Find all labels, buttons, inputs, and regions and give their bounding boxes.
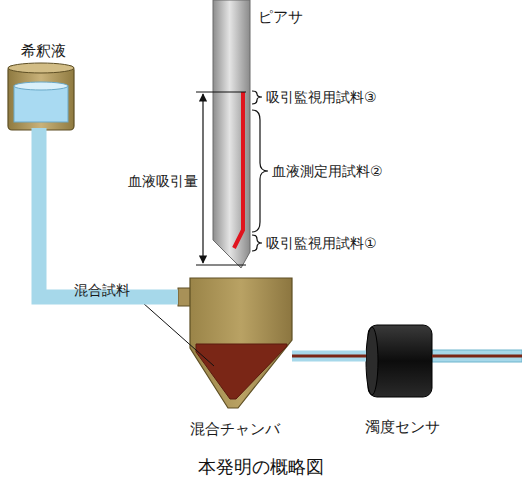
- leader-line: [134, 295, 214, 366]
- liquid-pipe: [39, 128, 178, 297]
- figure-caption: 本発明の概略図: [198, 456, 324, 478]
- sample-flow: [292, 355, 368, 358]
- node-label: ピアサ: [258, 8, 303, 26]
- piercer-tube: [213, 0, 250, 268]
- dimension-tick: [196, 265, 246, 266]
- tank-top: [8, 63, 74, 73]
- mixing-chamber: [190, 278, 292, 408]
- node-label: 希釈液: [21, 42, 66, 60]
- diluent-liquid: [14, 86, 68, 122]
- node-label: 濁度センサ: [365, 418, 440, 436]
- liquid-surface: [14, 82, 68, 90]
- part-label: 混合試料: [74, 281, 130, 299]
- outlet-pipe: [432, 350, 522, 362]
- diluent-tank: 希釈液: [5, 40, 77, 130]
- brace: [252, 91, 262, 104]
- mixing-chamber: 混合チャンバ: [178, 276, 292, 438]
- node-label: 混合チャンバ: [190, 420, 280, 438]
- part-label: 血液測定用試料②: [272, 162, 383, 180]
- dimension-arrow: [202, 94, 203, 263]
- sample-flow: [292, 355, 366, 358]
- piercer: ピアサ: [211, 0, 311, 270]
- part-label: 吸引監視用試料③: [266, 88, 377, 106]
- brace: [252, 235, 262, 251]
- brace: [252, 110, 268, 232]
- part-label: 吸引監視用試料①: [266, 234, 377, 252]
- dimension-label: 血液吸引量: [128, 172, 198, 190]
- blood-column: [234, 92, 243, 248]
- diluent-tank: [8, 66, 74, 130]
- sensor-face: [366, 327, 378, 395]
- liquid-pipe: [292, 351, 366, 362]
- dimension-tick: [196, 92, 246, 93]
- turbidity-sensor: 濁度センサ: [366, 323, 438, 436]
- sample-flow: [432, 355, 522, 358]
- mixed-sample: [196, 344, 287, 399]
